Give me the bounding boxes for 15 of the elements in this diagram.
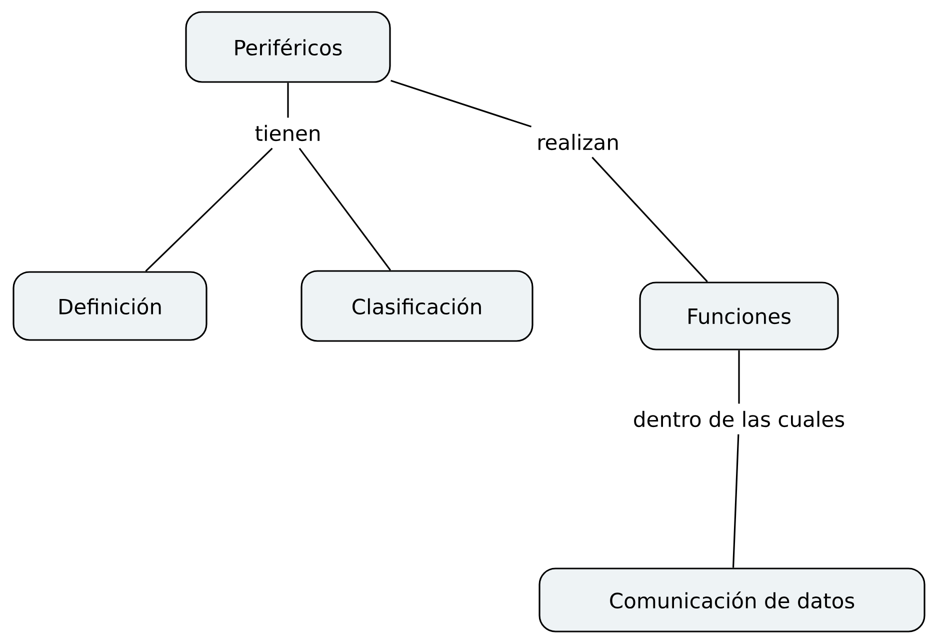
linking-phrase: tienen xyxy=(255,124,320,142)
concept-box: Definición xyxy=(12,271,208,341)
linking-phrase: dentro de las cuales xyxy=(634,410,844,428)
linking-phrase: realizan xyxy=(538,134,618,150)
concept-box: Comunicación de datos xyxy=(538,568,926,632)
connector-line xyxy=(298,148,392,271)
concept-box: Funciones xyxy=(639,282,839,350)
concept-box: Periféricos xyxy=(185,11,391,83)
connector-line xyxy=(390,80,532,128)
connector-line xyxy=(287,82,289,118)
connector-line xyxy=(592,156,708,282)
connector-line xyxy=(732,434,740,568)
connector-line xyxy=(145,148,273,272)
concept-box: Clasificación xyxy=(300,270,534,342)
connector-line xyxy=(738,350,740,404)
